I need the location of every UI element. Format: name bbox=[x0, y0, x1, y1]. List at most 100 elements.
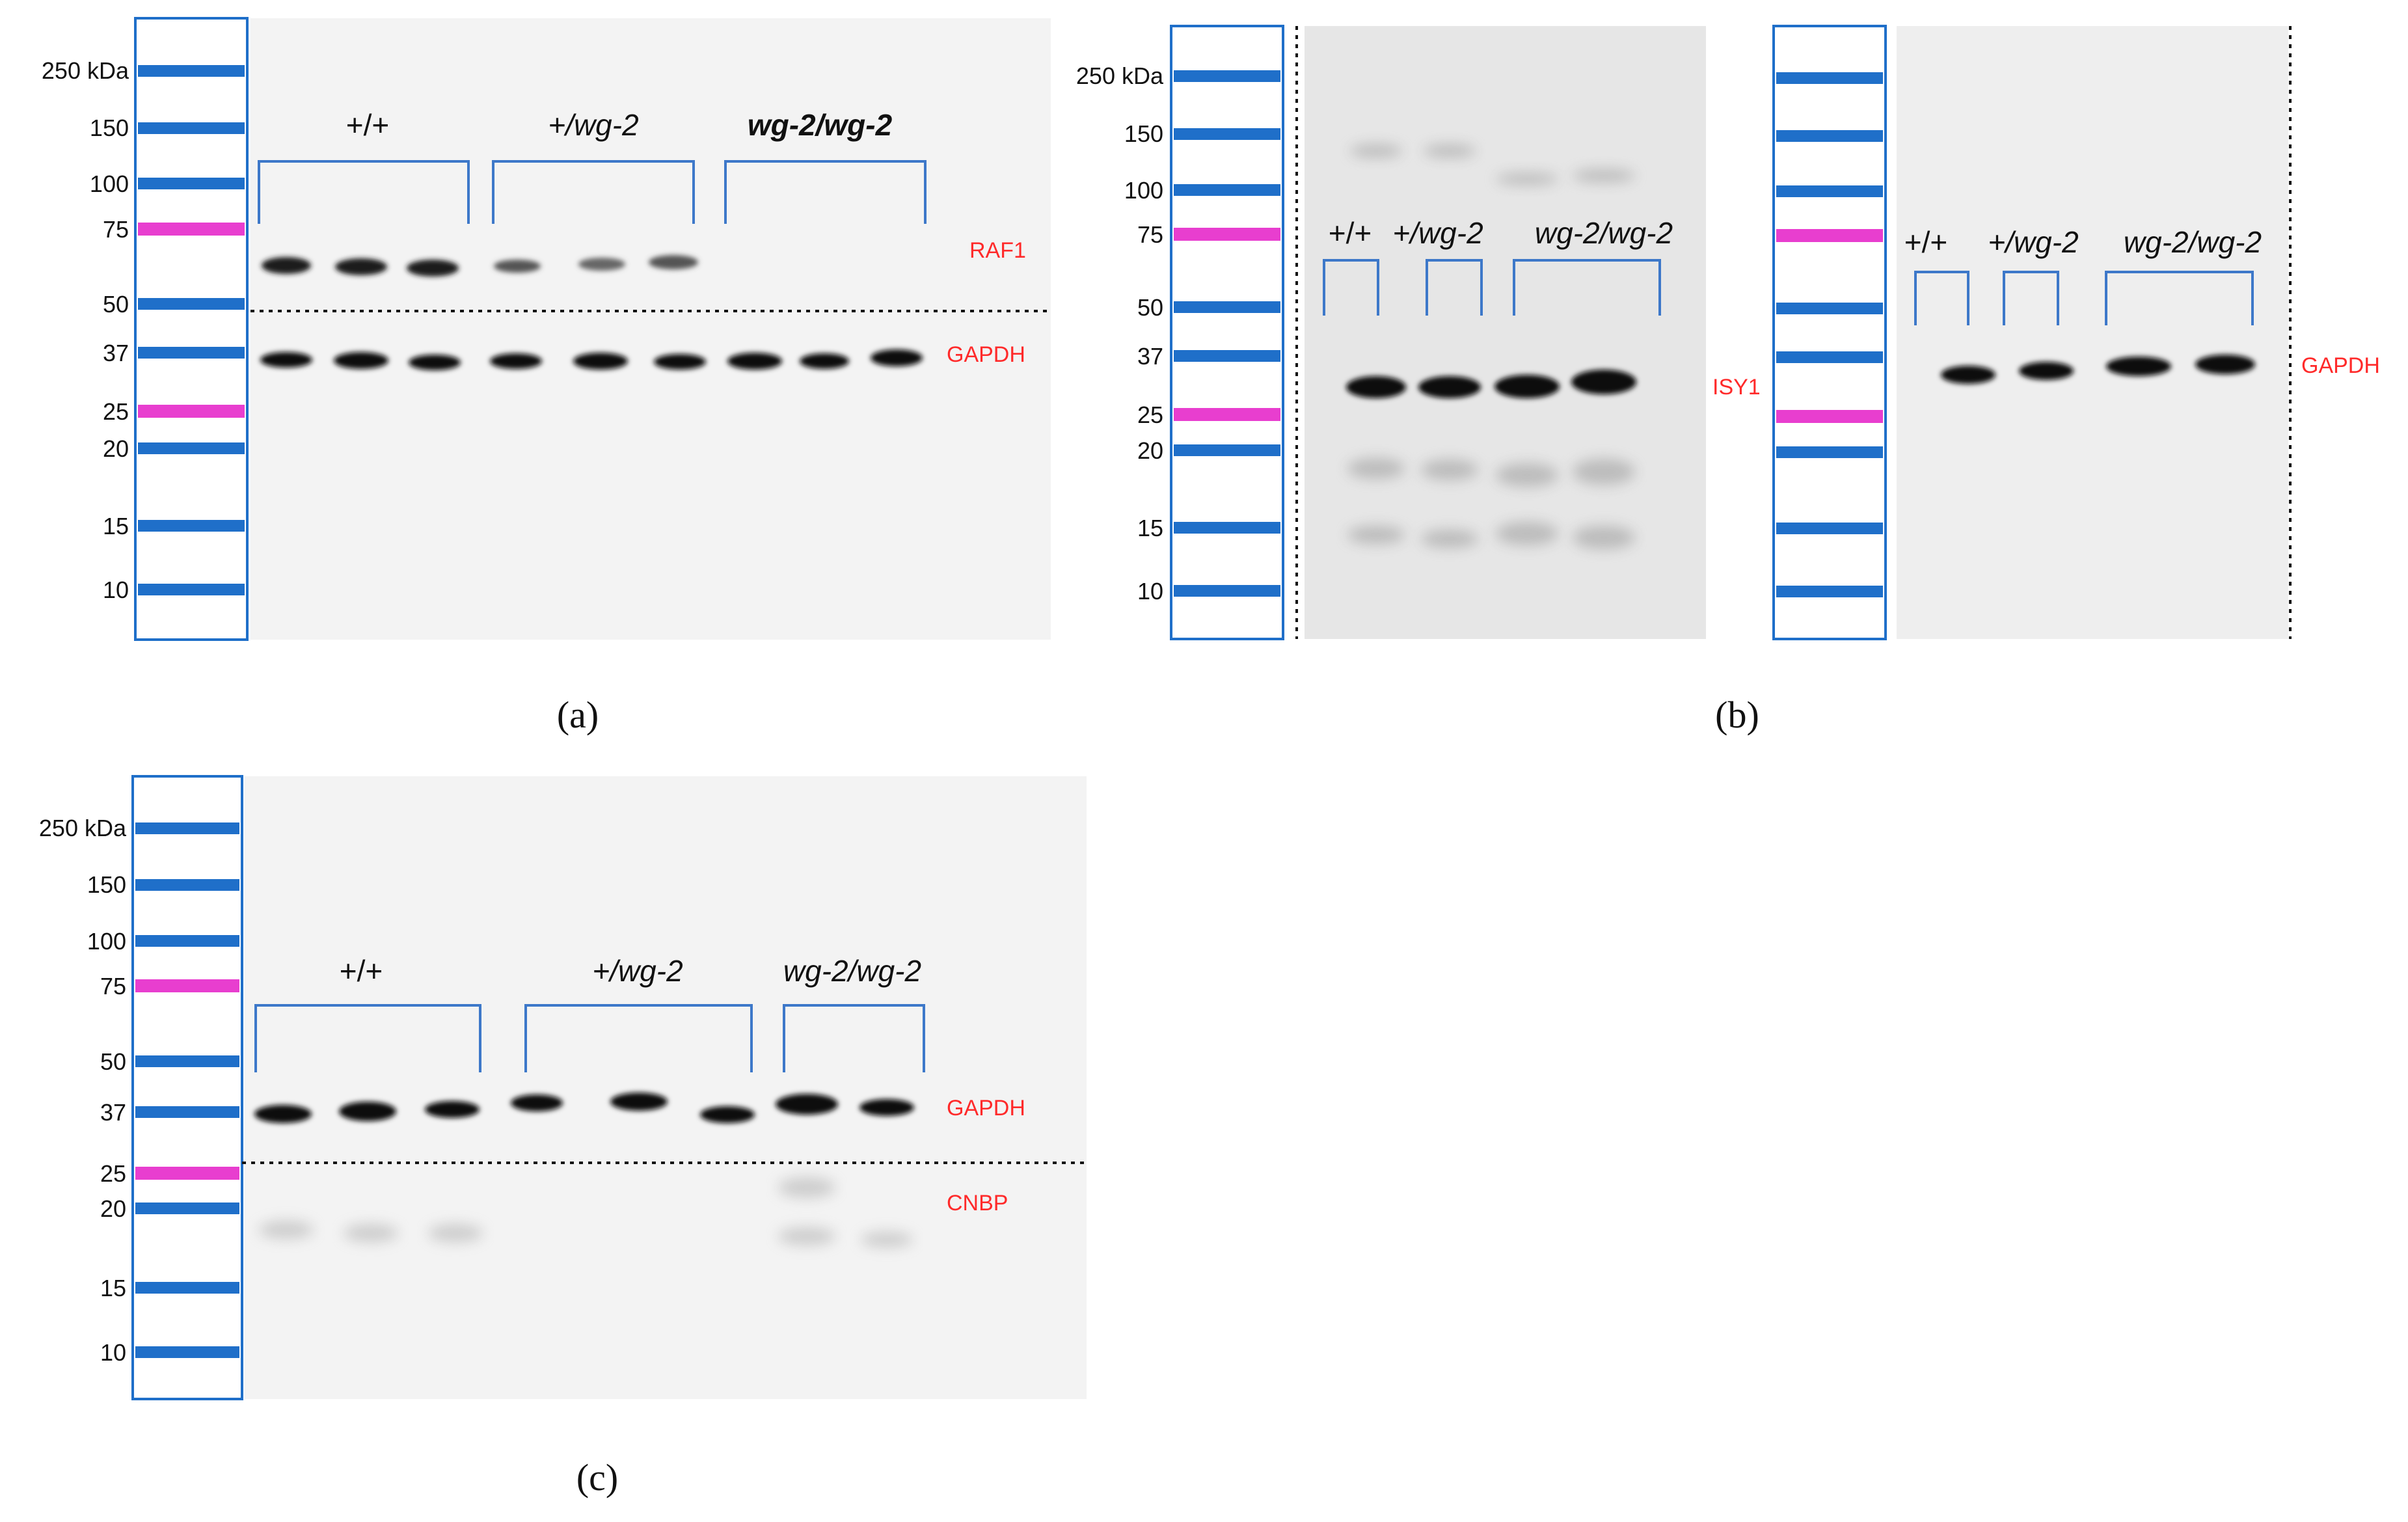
marker-label: 25 bbox=[103, 398, 129, 425]
ladder-band-100 bbox=[1174, 184, 1280, 196]
protein-label-cnbp: CNBP bbox=[947, 1191, 1008, 1216]
genotype-label: +/wg-2 bbox=[1392, 216, 1483, 250]
marker-label: 100 bbox=[1124, 177, 1163, 204]
ladder-band-20 bbox=[135, 1203, 239, 1214]
marker-label: 15 bbox=[100, 1275, 126, 1301]
marker-label: 10 bbox=[103, 577, 129, 603]
marker-label: 50 bbox=[1137, 294, 1163, 321]
blot-band bbox=[610, 1093, 668, 1111]
marker-label: 15 bbox=[1137, 515, 1163, 541]
blot-band bbox=[1346, 376, 1406, 398]
genotype-labels-b-right: +/+ +/wg-2 wg-2/wg-2 bbox=[1904, 225, 2262, 259]
blot-band bbox=[1573, 526, 1635, 549]
ladder-band-150 bbox=[1174, 128, 1280, 140]
ladder-band-10 bbox=[1776, 586, 1883, 597]
ladder-band-20 bbox=[138, 442, 245, 454]
bracket bbox=[258, 160, 470, 224]
marker-label: 75 bbox=[1137, 221, 1163, 248]
bracket bbox=[254, 1004, 481, 1072]
bracket bbox=[1513, 259, 1661, 316]
ladder-band-150 bbox=[1776, 130, 1883, 142]
bracket bbox=[2105, 271, 2254, 325]
blot-band bbox=[344, 1224, 398, 1242]
protein-label-gapdh: GAPDH bbox=[2301, 353, 2380, 378]
bracket bbox=[492, 160, 695, 224]
ladder-band-10 bbox=[138, 584, 245, 595]
panel-caption-a: (a) bbox=[557, 694, 599, 736]
blot-band bbox=[871, 349, 923, 366]
protein-label-gapdh: GAPDH bbox=[947, 342, 1025, 367]
ladder-band-50 bbox=[135, 1055, 239, 1067]
marker-label: 150 bbox=[87, 871, 126, 898]
marker-label: 25 bbox=[1137, 401, 1163, 428]
blot-band bbox=[428, 1224, 483, 1242]
ladder-band-75 bbox=[1174, 228, 1280, 241]
marker-label: 250 kDa bbox=[42, 57, 129, 84]
cnbp-bands bbox=[259, 1177, 913, 1247]
blot-band bbox=[260, 352, 312, 368]
blot-band bbox=[861, 1232, 913, 1247]
blot-band bbox=[2019, 362, 2074, 380]
isy1-background-bands bbox=[1347, 144, 1635, 549]
ladder-band-20 bbox=[1776, 446, 1883, 458]
genotype-label: +/+ bbox=[1904, 225, 1948, 259]
ladder-band-150 bbox=[138, 122, 245, 134]
blot-band bbox=[1421, 530, 1478, 548]
ladder-band-25 bbox=[135, 1167, 239, 1180]
blot-band bbox=[1347, 526, 1405, 544]
blot-band bbox=[800, 353, 849, 369]
blot-band bbox=[409, 355, 461, 370]
marker-label: 75 bbox=[103, 216, 129, 243]
blot-band bbox=[1573, 169, 1635, 182]
marker-labels-c: 250 kDa 150 100 75 50 37 25 20 15 10 bbox=[39, 815, 127, 1366]
marker-label: 20 bbox=[100, 1195, 126, 1222]
marker-label: 50 bbox=[100, 1048, 126, 1075]
marker-label: 150 bbox=[90, 115, 129, 141]
blot-band bbox=[425, 1101, 480, 1118]
genotype-label: wg-2/wg-2 bbox=[2124, 225, 2262, 259]
genotype-label: +/+ bbox=[346, 108, 390, 142]
blot-band bbox=[649, 255, 698, 269]
panel-b: 250 kDa 150 100 75 50 37 25 20 15 10 bbox=[1076, 25, 2380, 736]
genotype-label: +/wg-2 bbox=[592, 954, 683, 988]
blot-band bbox=[1496, 522, 1558, 545]
marker-label: 250 kDa bbox=[39, 815, 127, 841]
brackets-c bbox=[254, 1004, 925, 1072]
genotype-label: wg-2/wg-2 bbox=[748, 108, 893, 142]
blot-band bbox=[776, 1094, 838, 1115]
marker-label: 10 bbox=[100, 1339, 126, 1366]
genotype-labels-c: +/+ +/wg-2 wg-2/wg-2 bbox=[340, 954, 921, 988]
blot-band bbox=[1495, 375, 1560, 398]
membrane-b-left bbox=[1305, 26, 1706, 639]
blot-band bbox=[573, 353, 628, 370]
blot-band bbox=[778, 1177, 835, 1198]
blot-band bbox=[859, 1099, 914, 1116]
bracket bbox=[1914, 271, 1969, 325]
marker-labels-b: 250 kDa 150 100 75 50 37 25 20 15 10 bbox=[1076, 62, 1164, 605]
marker-label: 250 kDa bbox=[1076, 62, 1164, 89]
blot-band bbox=[1941, 366, 1995, 384]
brackets-b-right bbox=[1914, 271, 2254, 325]
genotype-label: wg-2/wg-2 bbox=[783, 954, 921, 988]
ladder-frame bbox=[1772, 25, 1887, 640]
marker-label: 25 bbox=[100, 1160, 126, 1187]
genotype-label: +/+ bbox=[1329, 216, 1372, 250]
blot-band bbox=[727, 353, 782, 370]
ladder-frame bbox=[1170, 25, 1284, 640]
bracket bbox=[1323, 259, 1379, 316]
blot-band bbox=[490, 353, 542, 369]
marker-label: 100 bbox=[90, 170, 129, 197]
ladder-band-75 bbox=[1776, 229, 1883, 242]
marker-label: 37 bbox=[1137, 343, 1163, 370]
blot-band bbox=[1347, 458, 1405, 479]
ladder-band-37 bbox=[135, 1106, 239, 1118]
ladder-frame bbox=[131, 775, 243, 1400]
ladder-c bbox=[131, 775, 243, 1400]
genotype-label: wg-2/wg-2 bbox=[1535, 216, 1673, 250]
ladder-band-150 bbox=[135, 879, 239, 891]
blot-band bbox=[262, 257, 311, 274]
marker-label: 150 bbox=[1124, 120, 1163, 147]
ladder-band-25 bbox=[138, 405, 245, 418]
blot-band bbox=[1421, 459, 1478, 480]
marker-label: 100 bbox=[87, 928, 126, 955]
